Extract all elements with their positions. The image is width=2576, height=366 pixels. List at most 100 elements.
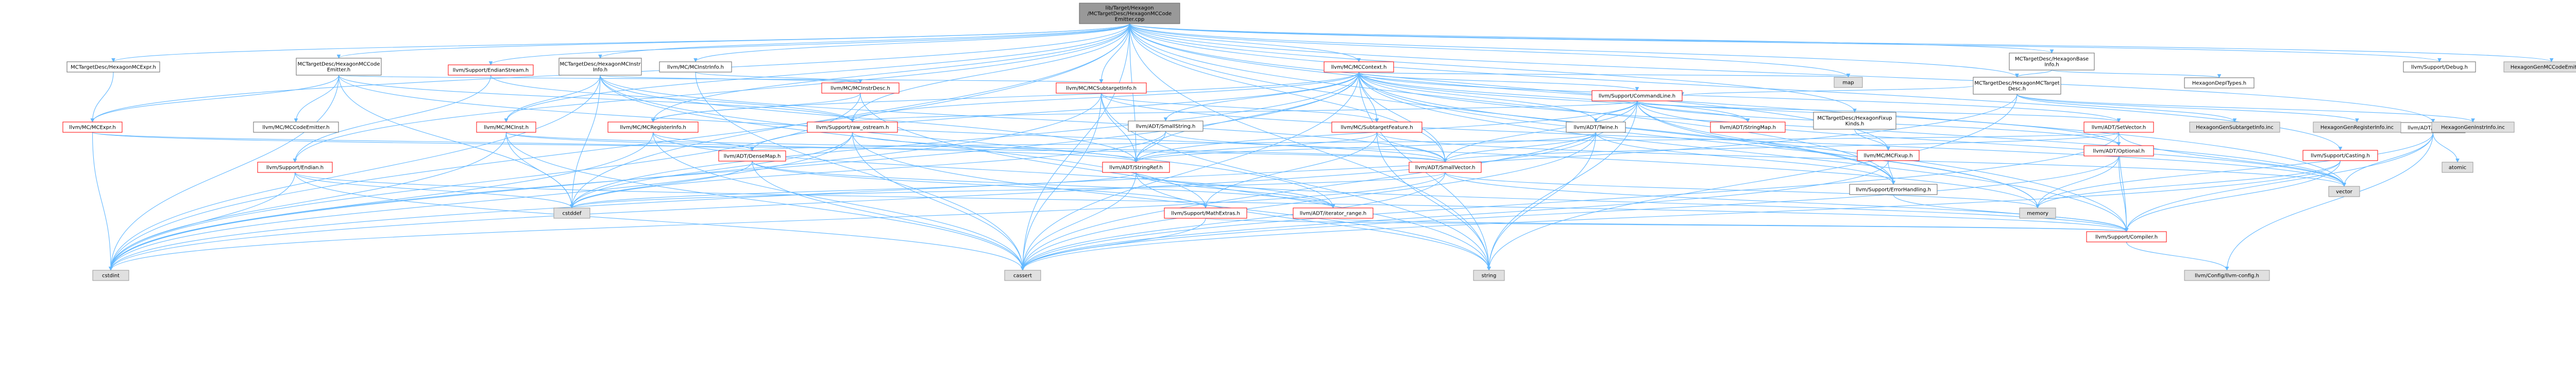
edge-rawostream-to-stringref: [852, 132, 1138, 163]
edge-mcsubtargetinfo-to-stringref: [1100, 93, 1138, 163]
node-label-root-0: lib/Target/Hexagon: [1106, 6, 1154, 11]
node-rawostream[interactable]: llvm/Support/raw_ostream.h: [807, 121, 898, 133]
edge-mcsubtargetfeature-to-smallvector: [1376, 132, 1447, 163]
edge-mcinstrdesc-to-cstdint: [109, 93, 861, 271]
node-compiler[interactable]: llvm/Support/Compiler.h: [2086, 231, 2167, 242]
edge-mccontext-to-setvector: [1358, 72, 2121, 123]
edge-twine-to-cstdint: [109, 132, 1597, 271]
node-mcsubtargetinfo[interactable]: llvm/MC/MCSubtargetInfo.h: [1056, 82, 1147, 94]
node-label-string-0: string: [1482, 273, 1497, 279]
edge-mcemitterh-to-rawostream: [338, 75, 855, 123]
edge-statistic-to-atomic: [2432, 132, 2460, 163]
edge-mcfixup-to-errorhandling: [1888, 160, 1895, 185]
node-label-errorhandling-0: llvm/Support/ErrorHandling.h: [1856, 187, 1931, 193]
edge-mccontext-to-commandline: [1358, 72, 1639, 91]
node-debug[interactable]: llvm/Support/Debug.h: [2403, 61, 2476, 73]
node-errorhandling[interactable]: llvm/Support/ErrorHandling.h: [1849, 184, 1938, 195]
node-box-mctargetdesc: [1973, 77, 2061, 95]
node-gensubtarget: HexagonGenSubtargetInfo.inc: [2189, 121, 2280, 133]
edge-root-to-map: [1129, 23, 1851, 78]
node-mathextras[interactable]: llvm/Support/MathExtras.h: [1164, 207, 1247, 219]
edge-mctargetdesc-to-gensubtarget: [2016, 94, 2237, 123]
node-smallvector[interactable]: llvm/ADT/SmallVector.h: [1409, 162, 1482, 173]
node-box-mcinstrdesc: [821, 82, 900, 94]
edge-mcinst-to-cassert: [505, 132, 1025, 271]
node-densemap[interactable]: llvm/ADT/DenseMap.h: [718, 150, 786, 162]
node-mcexpr[interactable]: MCTargetDesc/HexagonMCExpr.h: [66, 61, 160, 73]
node-string: string: [1473, 270, 1505, 281]
node-cassert: cassert: [1004, 270, 1041, 281]
node-label-cstdint-0: cstdint: [102, 273, 120, 279]
node-box-llvmmcexpr: [62, 121, 123, 133]
edge-root-to-vector: [1129, 23, 2346, 187]
edge-mcsubtargetinfo-to-vector: [1100, 93, 2346, 187]
edge-mccontext-to-optional: [1358, 72, 2121, 146]
node-label-mcsubtargetinfo-0: llvm/MC/MCSubtargetInfo.h: [1066, 86, 1137, 92]
node-label-setvector-0: llvm/ADT/SetVector.h: [2092, 125, 2146, 131]
edge-mccontext-to-errorhandling: [1358, 72, 1895, 185]
node-box-mccodeemitter: [253, 121, 339, 133]
node-label-mcregisterinfo-0: llvm/MC/MCRegisterInfo.h: [620, 125, 686, 131]
edge-casting-to-memory: [2036, 160, 2341, 208]
node-stringref[interactable]: llvm/ADT/StringRef.h: [1102, 162, 1170, 173]
node-optional[interactable]: llvm/ADT/Optional.h: [2083, 145, 2154, 156]
edge-mccontext-to-cassert: [1021, 72, 1360, 271]
node-llvmmcinstrinfo[interactable]: llvm/MC/MCInstrInfo.h: [659, 61, 732, 73]
node-mcregisterinfo[interactable]: llvm/MC/MCRegisterInfo.h: [607, 121, 699, 133]
edge-mccontext-to-compiler: [1358, 72, 2129, 232]
node-endian[interactable]: llvm/Support/Endian.h: [257, 162, 333, 173]
node-label-mcinstrinfo-1: Info.h: [593, 67, 607, 73]
edge-root-to-mcinst: [504, 23, 1130, 123]
node-label-iteratorrange-0: llvm/ADT/iterator_range.h: [1300, 211, 1366, 217]
node-mccodeemitter[interactable]: llvm/MC/MCCodeEmitter.h: [253, 121, 339, 133]
edge-root-to-cstdint: [109, 23, 1130, 271]
node-casting[interactable]: llvm/Support/Casting.h: [2302, 150, 2378, 161]
node-box-mcregisterinfo: [607, 121, 699, 133]
node-label-basetinfo-1: Info.h: [2044, 62, 2059, 68]
edge-root-to-basetinfo: [1129, 23, 2054, 54]
edge-mctargetdesc-to-commandline: [1680, 85, 1974, 96]
node-box-map: [1834, 77, 1863, 88]
edge-llvmmcinstrinfo-to-mcinstrdesc: [695, 72, 862, 83]
node-mcinstrdesc[interactable]: llvm/MC/MCInstrDesc.h: [821, 82, 900, 94]
node-box-vector: [2328, 186, 2360, 197]
node-label-endian-0: llvm/Support/Endian.h: [266, 165, 324, 171]
edge-mcregisterinfo-to-densemap: [652, 132, 754, 151]
node-depttypes[interactable]: HexagonDepITypes.h: [2184, 77, 2255, 89]
edge-mccontext-to-twine: [1358, 72, 1598, 123]
node-llvmmcexpr[interactable]: llvm/MC/MCExpr.h: [62, 121, 123, 133]
node-mcsubtargetfeature[interactable]: llvm/MC/SubtargetFeature.h: [1331, 121, 1422, 133]
edge-setvector-to-vector: [2118, 132, 2346, 187]
node-mccontext[interactable]: llvm/MC/MCContext.h: [1324, 61, 1394, 73]
node-geninstr: HexagonGenInstrInfo.inc: [2431, 121, 2515, 133]
node-setvector[interactable]: llvm/ADT/SetVector.h: [2083, 121, 2154, 133]
edge-iteratorrange-to-compiler: [1332, 218, 2128, 232]
edge-root-to-cstddef: [570, 23, 1130, 208]
node-mcfixup[interactable]: llvm/MC/MCFixup.h: [1857, 150, 1920, 161]
edge-root-to-mcinstrinfo: [598, 23, 1130, 59]
edge-mcemitterh-to-cstdint: [109, 75, 340, 271]
edge-mcsubtargetfeature-to-stringref: [1134, 132, 1378, 163]
node-commandline[interactable]: llvm/Support/CommandLine.h: [1591, 90, 1683, 101]
node-smallstring[interactable]: llvm/ADT/SmallString.h: [1128, 120, 1204, 132]
edge-mcinstrdesc-to-mcregisterinfo: [651, 93, 861, 123]
edge-endianstream-to-rawostream: [490, 75, 855, 123]
node-stringmap[interactable]: llvm/ADT/StringMap.h: [1710, 121, 1786, 133]
node-root: lib/Target/Hexagon/MCTargetDesc/HexagonM…: [1079, 3, 1180, 24]
node-mcinst[interactable]: llvm/MC/MCInst.h: [476, 121, 536, 133]
edge-rawostream-to-string: [852, 132, 1491, 271]
node-iteratorrange[interactable]: llvm/ADT/iterator_range.h: [1293, 207, 1374, 219]
node-twine[interactable]: llvm/ADT/Twine.h: [1566, 121, 1626, 133]
edge-mcinstrinfo-to-iteratorrange: [600, 75, 1335, 208]
node-label-stringref-0: llvm/ADT/StringRef.h: [1109, 165, 1162, 171]
edge-twine-to-string: [1487, 132, 1597, 271]
node-endianstream[interactable]: llvm/Support/EndianStream.h: [448, 64, 534, 76]
edge-basetinfo-to-mctargetdesc: [2015, 69, 2053, 78]
edge-endian-to-compiler: [294, 172, 2128, 232]
edge-basetinfo-to-depttypes: [2051, 69, 2222, 78]
